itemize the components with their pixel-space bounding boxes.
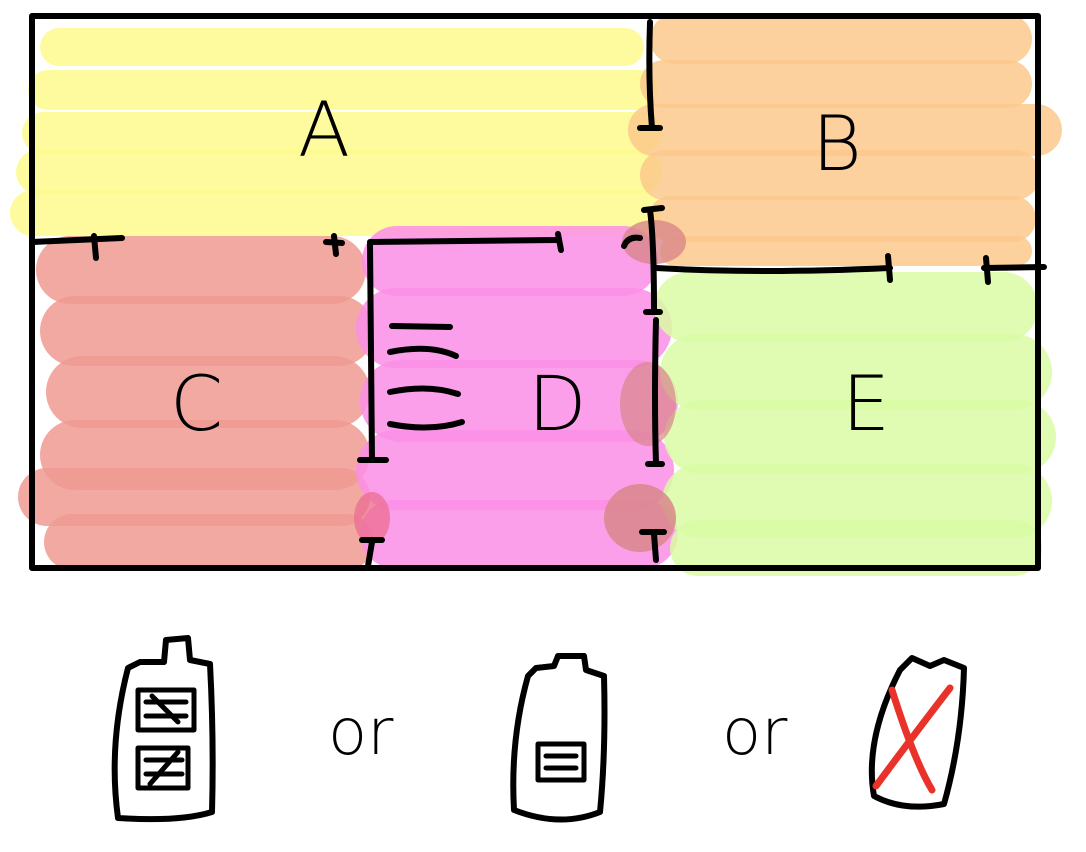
phone-crossed-out-icon [868,655,967,810]
region-e-fill [654,272,1056,576]
region-b: B [628,14,1062,266]
region-b-label: B [812,99,862,188]
region-a-fill [10,28,662,236]
drawer-lines-icon [387,323,465,431]
region-b-fill [628,14,1062,266]
or-separator-2: or [722,696,788,770]
layout-dividers [29,19,1047,569]
region-c-fill [18,236,374,570]
region-e-label: E [842,359,890,448]
region-c-label: C [170,359,223,448]
divider-c-d [367,241,375,463]
region-a: A [10,28,662,236]
phone-one-panel-icon [510,653,608,823]
region-c: C [18,236,374,570]
divider-b-d [647,207,657,313]
region-a-label: A [298,85,350,174]
phone-option-two-panels [111,635,216,823]
or-separator-1: or [328,696,394,770]
divider-a-c [29,235,125,245]
region-d-label: D [528,359,587,448]
phone-option-one-panel [510,653,608,823]
layout-frame [29,13,1041,571]
divider-a-b [646,19,655,131]
divider-a-d [367,237,561,245]
phone-option-crossed-out [868,655,967,810]
outer-border [29,13,1041,571]
phone-two-panels-icon [111,635,216,823]
region-e: E [654,272,1056,576]
divider-d-e [652,317,659,467]
cross-out-icon [888,686,936,794]
divider-b-e [653,265,893,274]
